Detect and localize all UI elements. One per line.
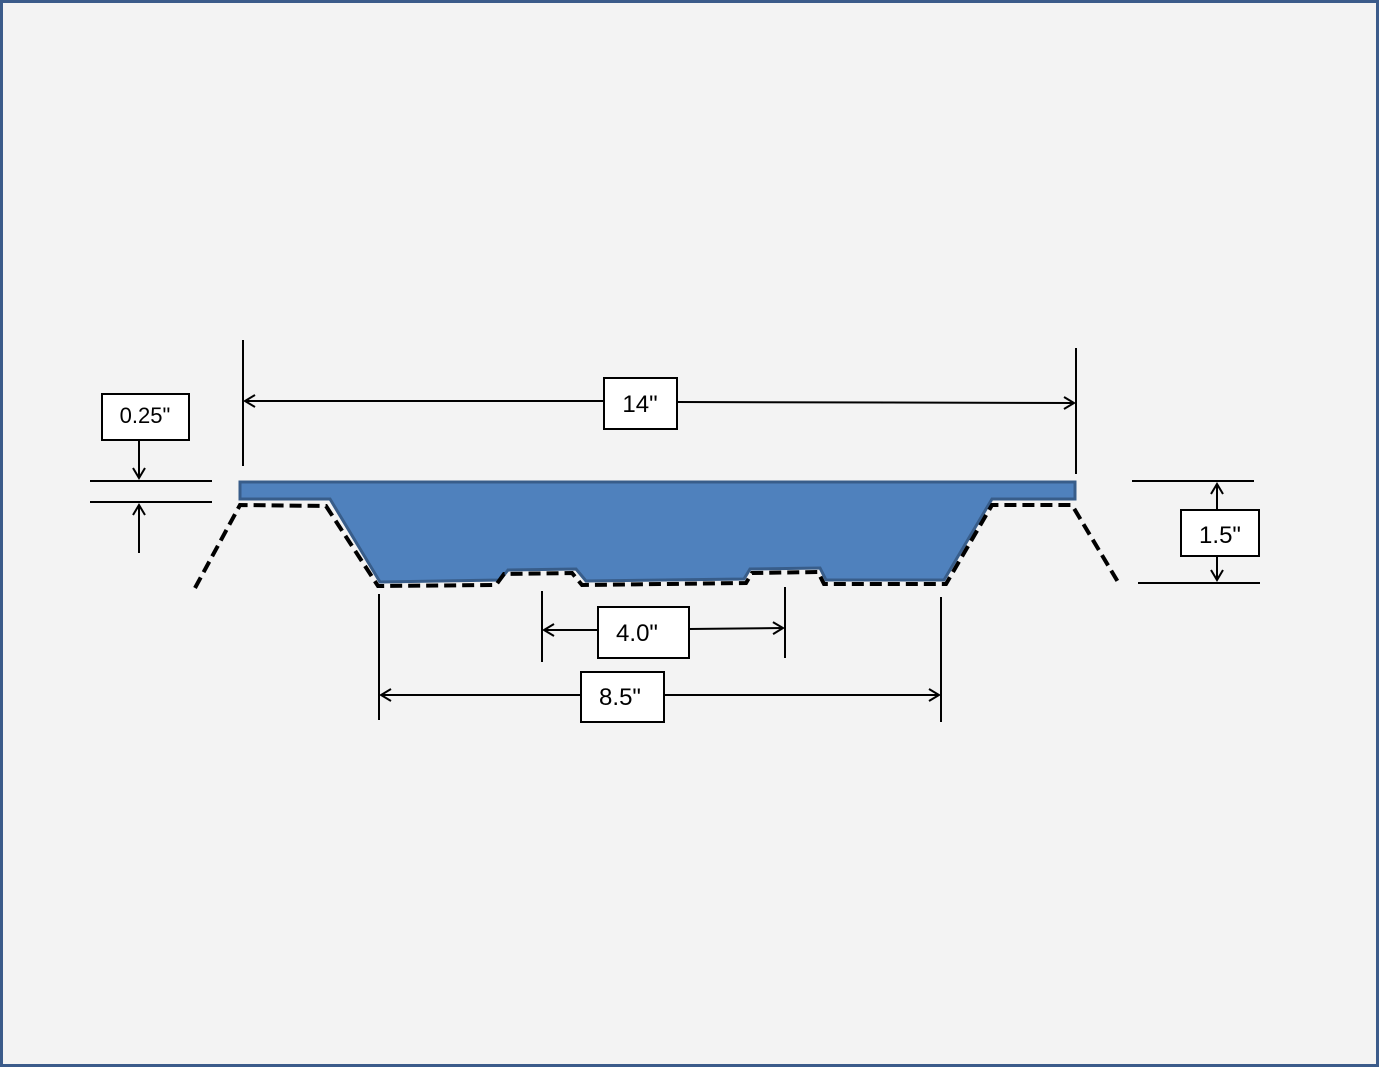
bottom-width-label-box	[580, 671, 665, 723]
inner-width-label-box	[597, 606, 690, 659]
top-width-label: 14"	[622, 391, 657, 418]
inner-width-label: 4.0"	[616, 620, 658, 647]
slab-section	[238, 480, 1077, 584]
thickness-label-box	[101, 393, 190, 441]
bottom-width-label: 8.5"	[599, 684, 641, 711]
top-width-arrow-right	[676, 396, 1076, 410]
thickness-label: 0.25"	[120, 403, 171, 428]
depth-label-box	[1180, 509, 1260, 557]
inner-width-arrow-right	[688, 621, 785, 635]
depth-label: 1.5"	[1199, 522, 1241, 549]
top-width-label-box	[603, 377, 678, 430]
